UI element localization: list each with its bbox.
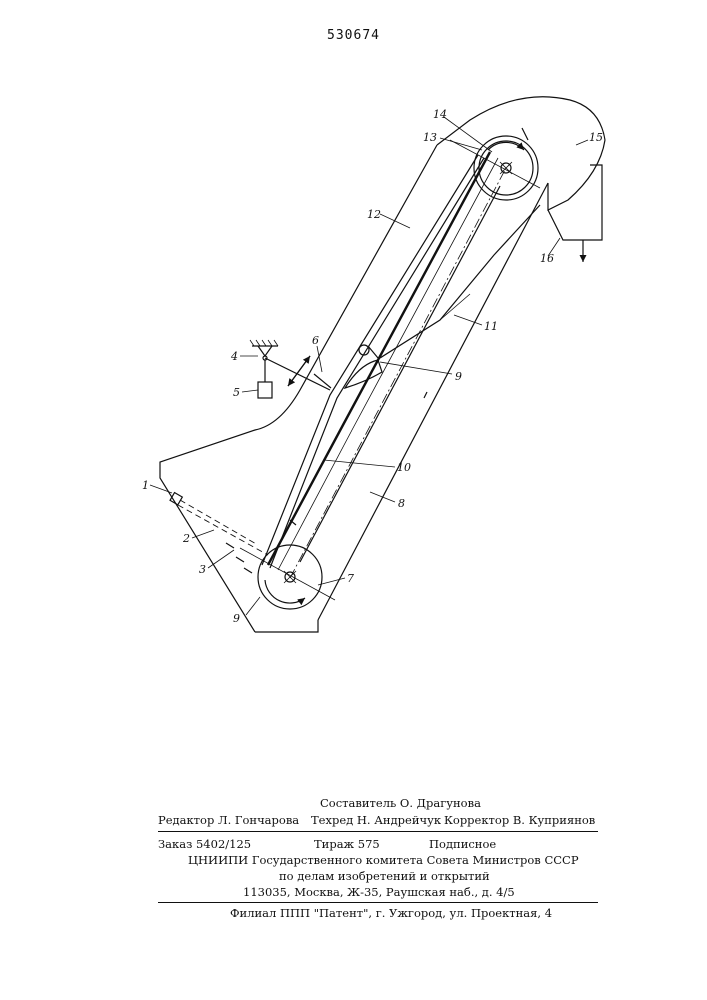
- label-5: 5: [233, 386, 240, 399]
- order-line: Заказ 5402/125: [158, 837, 251, 851]
- org-line-1: ЦНИИПИ Государственного комитета Совета …: [188, 853, 579, 867]
- techred-line: Техред Н. Андрейчук: [311, 813, 441, 827]
- patent-drawing: 1 2 3 4 5 6 7 8 9 9 10 11 12 13 14 15 16: [0, 0, 707, 780]
- compiler-line: Составитель О. Драгунова: [320, 796, 481, 810]
- divider-top: [158, 831, 598, 832]
- label-10: 10: [397, 461, 411, 474]
- sensor: [170, 493, 182, 505]
- label-9-upper: 9: [455, 370, 462, 383]
- divider-bottom: [158, 902, 598, 903]
- label-12: 12: [367, 208, 381, 221]
- label-7: 7: [347, 572, 354, 585]
- label-15: 15: [589, 131, 603, 144]
- circulation-line: Тираж 575: [314, 837, 380, 851]
- label-8: 8: [398, 497, 405, 510]
- belt-paddles: [226, 392, 427, 573]
- lower-pulley: [240, 545, 335, 609]
- branch-line: Филиал ППП "Патент", г. Ужгород, ул. Про…: [230, 906, 552, 920]
- address-line: 113035, Москва, Ж-35, Раушская наб., д. …: [243, 885, 515, 899]
- label-11: 11: [484, 320, 498, 333]
- label-3: 3: [199, 563, 206, 576]
- label-16: 16: [540, 252, 554, 265]
- elevator-housing: [160, 97, 605, 632]
- label-9-lower: 9: [233, 612, 240, 625]
- subscription-line: Подписное: [429, 837, 496, 851]
- label-1: 1: [142, 479, 149, 492]
- sensor-ray-2: [180, 500, 258, 545]
- label-14: 14: [433, 108, 447, 121]
- label-13: 13: [423, 131, 437, 144]
- label-2: 2: [182, 532, 190, 545]
- corrector-line: Корректор В. Куприянов: [444, 813, 595, 827]
- editor-line: Редактор Л. Гончарова: [158, 813, 299, 827]
- centerline: [290, 168, 506, 578]
- belt: [268, 152, 500, 570]
- leader-lines: [150, 117, 588, 615]
- lever-assembly: [250, 340, 331, 398]
- product-lump: [345, 345, 382, 388]
- org-line-2: по делам изобретений и открытий: [279, 869, 490, 883]
- label-4: 4: [230, 350, 238, 363]
- label-6: 6: [312, 334, 319, 347]
